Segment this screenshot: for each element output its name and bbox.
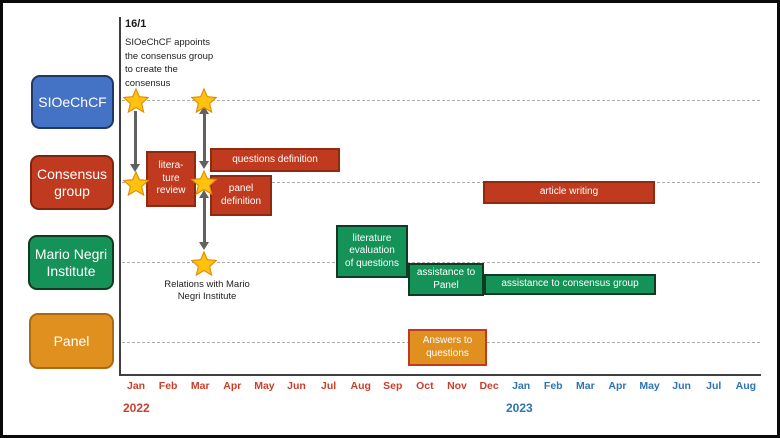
task-assistance-to-panel-text: assistance to Panel bbox=[416, 267, 476, 291]
month-label: Apr bbox=[608, 380, 627, 392]
x-axis-line bbox=[119, 374, 761, 376]
task-literature-review: litera- ture review bbox=[146, 151, 196, 207]
task-answers-to-questions-text: Answers to questions bbox=[422, 335, 473, 359]
milestone-star-icon bbox=[191, 88, 217, 113]
month-label: Nov bbox=[447, 380, 467, 392]
row-guideline-sioechcf bbox=[122, 100, 760, 101]
month-label: Apr bbox=[223, 380, 242, 392]
month-label: Oct bbox=[416, 380, 434, 392]
task-answers-to-questions: Answers to questions bbox=[408, 329, 487, 366]
arrow-mar-upper-shaft bbox=[203, 114, 206, 161]
arrow-jan-shaft bbox=[134, 111, 137, 164]
row-label-consensus-text: Consensus group bbox=[36, 165, 108, 199]
milestone-star-icon bbox=[191, 251, 217, 276]
month-label: Jul bbox=[321, 380, 337, 392]
arrow-down-icon bbox=[130, 164, 140, 172]
month-label: Jun bbox=[287, 380, 306, 392]
milestone-star-icon bbox=[123, 88, 149, 113]
row-label-mario-text: Mario Negri Institute bbox=[34, 245, 108, 279]
month-label: Jul bbox=[706, 380, 722, 392]
task-panel-definition: panel definition bbox=[210, 175, 272, 216]
arrow-down-icon bbox=[199, 161, 209, 169]
milestone-star-icon bbox=[123, 171, 149, 196]
row-label-sioechcf-text: SIOeChCF bbox=[38, 93, 107, 110]
task-questions-definition: questions definition bbox=[210, 148, 340, 172]
note-relations-mario-negri: Relations with Mario Negri Institute bbox=[164, 279, 250, 302]
month-axis: Jan Feb Mar Apr May Jun Jul Aug Sep Oct Nov Dec Jan F… bbox=[120, 380, 762, 394]
row-label-sioechcf: SIOeChCF bbox=[31, 75, 114, 129]
month-label: Aug bbox=[735, 380, 757, 392]
row-label-panel: Panel bbox=[29, 313, 114, 369]
task-article-writing-text: article writing bbox=[539, 186, 599, 198]
arrow-mar-lower-shaft bbox=[203, 198, 206, 242]
annotation-text: SIOeChCF appoints the consensus group to… bbox=[125, 37, 214, 89]
y-axis-line bbox=[119, 17, 121, 376]
month-label: May bbox=[254, 380, 275, 392]
month-label: Feb bbox=[543, 380, 563, 392]
row-guideline-mario bbox=[122, 262, 760, 263]
month-label: May bbox=[639, 380, 660, 392]
arrow-up-icon bbox=[199, 190, 209, 198]
row-label-panel-text: Panel bbox=[53, 332, 90, 349]
task-literature-review-text: litera- ture review bbox=[156, 160, 186, 197]
task-literature-evaluation-text: literature evaluation of questions bbox=[345, 232, 399, 269]
month-label: Feb bbox=[158, 380, 178, 392]
milestone-star-icon bbox=[191, 170, 217, 195]
month-label: Jun bbox=[672, 380, 691, 392]
month-label: Dec bbox=[479, 380, 499, 392]
arrow-down-icon bbox=[199, 242, 209, 250]
task-literature-evaluation: literature evaluation of questions bbox=[336, 225, 408, 278]
month-label: Mar bbox=[190, 380, 210, 392]
row-label-consensus-group: Consensus group bbox=[30, 155, 114, 210]
task-questions-definition-text: questions definition bbox=[232, 153, 318, 165]
month-label: Sep bbox=[383, 380, 403, 392]
month-label: Aug bbox=[350, 380, 371, 392]
task-assistance-to-consensus-group-text: assistance to consensus group bbox=[501, 278, 639, 290]
task-article-writing: article writing bbox=[483, 181, 655, 204]
task-assistance-to-consensus-group: assistance to consensus group bbox=[484, 274, 656, 295]
month-label: Jan bbox=[127, 380, 146, 392]
row-label-mario-negri: Mario Negri Institute bbox=[28, 235, 114, 290]
month-label: Jan bbox=[512, 380, 531, 392]
year-label-2023: 2023 bbox=[506, 401, 533, 415]
arrow-up-icon bbox=[199, 106, 209, 114]
row-guideline-consensus bbox=[122, 182, 760, 183]
task-assistance-to-panel: assistance to Panel bbox=[408, 263, 484, 296]
month-label: Mar bbox=[576, 380, 595, 392]
year-label-2022: 2022 bbox=[123, 401, 150, 415]
task-panel-definition-text: panel definition bbox=[220, 183, 262, 207]
annotation-date: 16/1 bbox=[125, 18, 147, 30]
